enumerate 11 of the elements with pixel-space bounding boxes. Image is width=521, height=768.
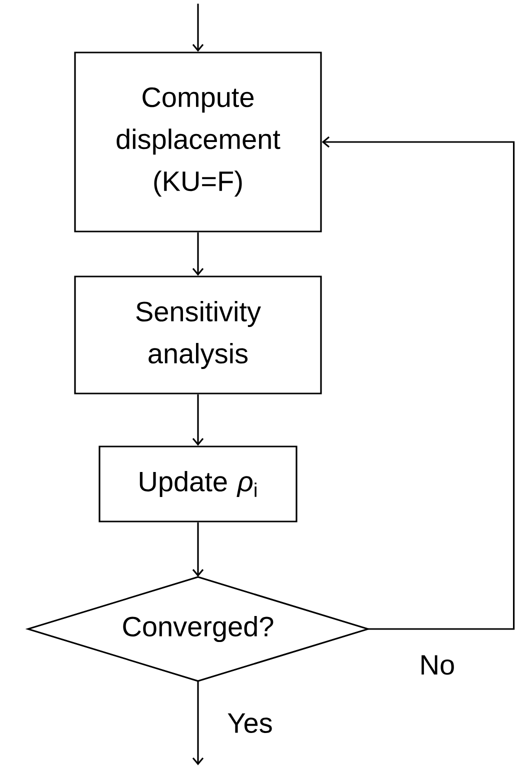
arrow [192,232,204,276]
edge-label: No [418,654,456,676]
arrow [192,681,204,766]
process-box: Compute displacement (KU=F) [74,52,322,232]
edge-label: Yes [226,712,274,734]
arrow [192,394,204,446]
arrow [192,4,204,52]
arrow [322,136,515,630]
process-box: Update ρ$_{i}$ [98,446,298,522]
process-box: Sensitivity analysis [74,276,322,394]
arrow [192,522,204,577]
